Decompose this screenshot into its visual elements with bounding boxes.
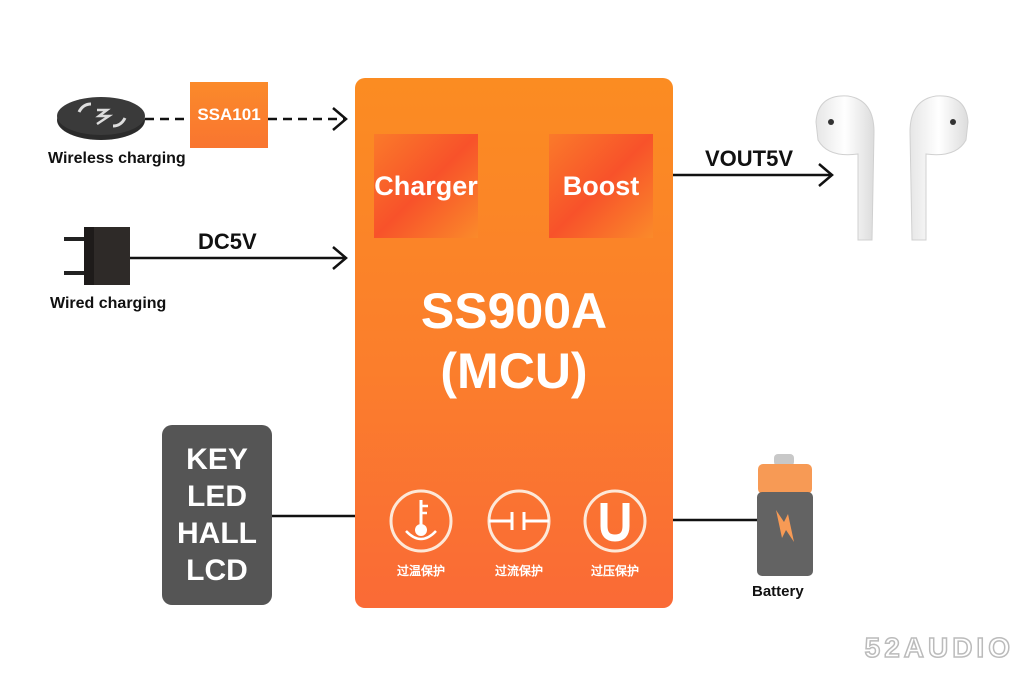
arrow-head-vout — [818, 163, 834, 187]
current-icon — [487, 489, 551, 553]
arrow-head-dc — [332, 246, 348, 270]
protection-label-current: 过流保护 — [494, 564, 543, 578]
wireless-charging-label: Wireless charging — [48, 150, 186, 167]
earbuds-icon — [815, 95, 969, 241]
ssa101-chip: SSA101 — [190, 82, 268, 148]
thermometer-icon — [389, 489, 453, 553]
peripheral-led: LED — [187, 480, 247, 513]
mcu-name: SS900A — [420, 283, 608, 339]
dc5v-label: DC5V — [198, 229, 257, 254]
battery-icon — [757, 454, 813, 576]
peripheral-lcd: LCD — [186, 554, 248, 587]
watermark-logo: 52AUDIO — [864, 631, 1014, 664]
protection-label-voltage: 过压保护 — [590, 564, 639, 578]
vout5v-label: VOUT5V — [705, 146, 794, 171]
battery-label: Battery — [752, 583, 804, 600]
plug-icon — [64, 227, 130, 285]
peripheral-key: KEY — [186, 443, 248, 476]
peripheral-hall: HALL — [177, 517, 257, 550]
charger-block: Charger — [374, 134, 478, 238]
boost-block: Boost — [549, 134, 653, 238]
wired-charging-label: Wired charging — [50, 295, 167, 312]
peripherals-block: KEY LED HALL LCD — [162, 425, 272, 605]
voltage-icon — [583, 489, 647, 553]
wireless-pad-icon — [57, 97, 145, 140]
arrow-head-wireless — [332, 107, 348, 131]
protection-label-temp: 过温保护 — [396, 564, 445, 578]
mcu-subtitle: (MCU) — [440, 343, 588, 399]
